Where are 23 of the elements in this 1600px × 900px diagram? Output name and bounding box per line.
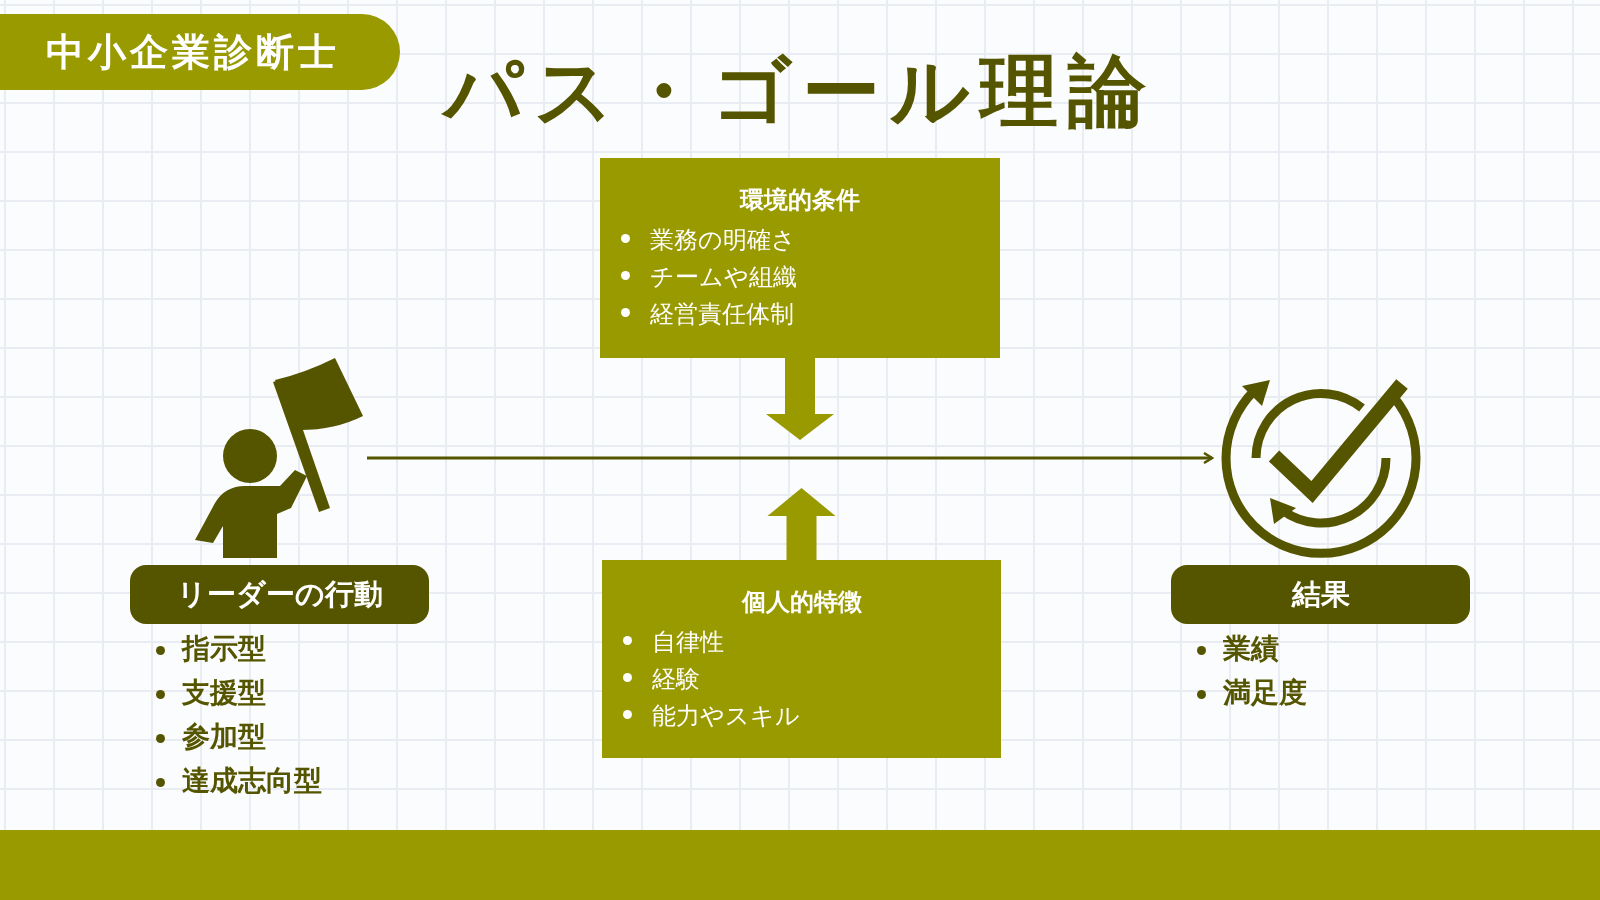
title-badge: 中小企業診断士	[0, 14, 400, 90]
bullet-item: 能力やスキル	[652, 701, 801, 732]
arrow	[367, 451, 1214, 465]
label-pill: リーダーの行動	[130, 565, 429, 624]
condition-box	[600, 158, 1000, 358]
block-arrow	[766, 358, 834, 440]
bullet-item: チームや組織	[650, 262, 798, 293]
title: パス・ゴール理論	[420, 40, 1180, 145]
box-heading: 個人的特徴	[740, 587, 863, 618]
bullet-item: 経験	[652, 664, 701, 695]
bullet-item: 満足度	[1223, 675, 1307, 711]
bullet-item: 業績	[1223, 631, 1279, 667]
box-heading: 環境的条件	[738, 185, 861, 216]
block-arrow	[767, 488, 836, 560]
bullet-item: 参加型	[182, 719, 266, 755]
bullet-item: 達成志向型	[182, 763, 322, 799]
bullet-item: 経営責任体制	[650, 299, 795, 330]
bullet-item: 自律性	[652, 627, 725, 658]
bullet-item: 業務の明確さ	[650, 225, 797, 256]
condition-box	[602, 560, 1001, 758]
bullet-item: 支援型	[182, 675, 266, 711]
bullet-item: 指示型	[182, 631, 266, 667]
label-pill: 結果	[1171, 565, 1470, 624]
